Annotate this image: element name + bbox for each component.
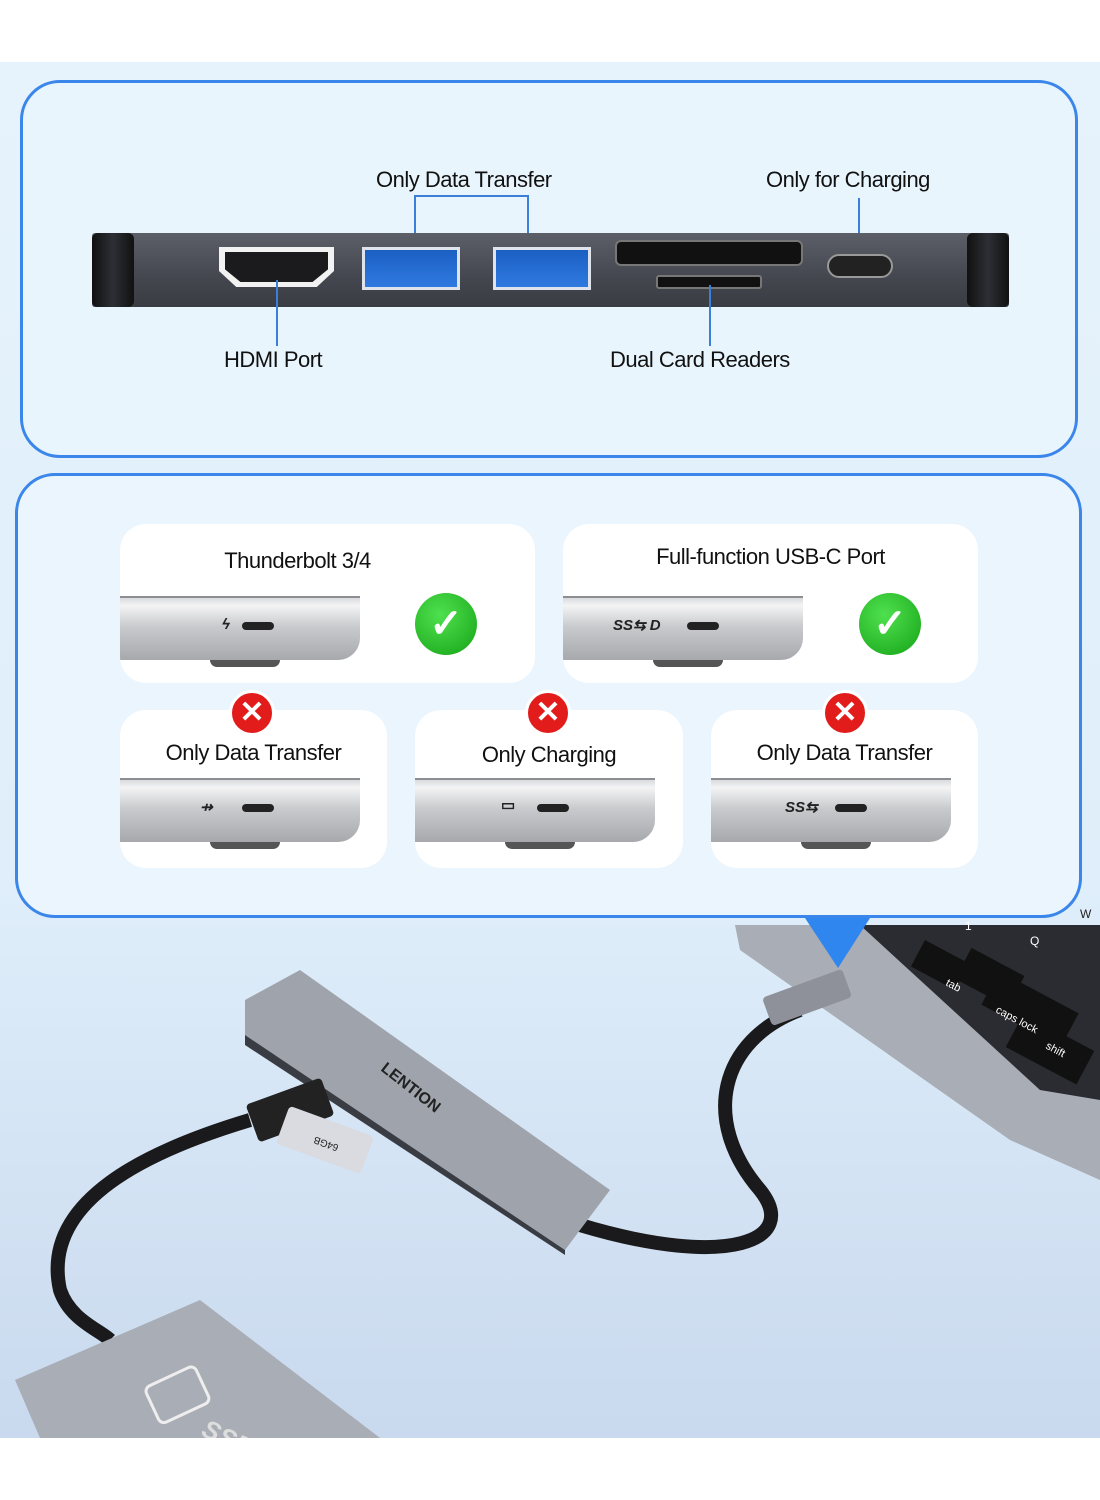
usb-c-port	[835, 804, 867, 812]
card-full-function: Full-function USB-C Port SS⇆ D ✓	[563, 524, 978, 683]
laptop-foot	[210, 660, 280, 667]
usb-c-cable	[577, 1003, 803, 1255]
cross-icon: ✕	[822, 690, 868, 736]
callout-line	[709, 285, 711, 346]
end-cap	[92, 233, 134, 307]
check-icon: ✓	[415, 593, 477, 655]
label-usb-data: Only Data Transfer	[376, 167, 552, 192]
callout-line	[858, 198, 860, 266]
callout-line	[527, 195, 529, 265]
check-icon: ✓	[859, 593, 921, 655]
pointer-arrow	[805, 918, 870, 968]
label-usbc-charging: Only for Charging	[766, 167, 930, 192]
card-title: Only Data Transfer	[165, 740, 342, 765]
card-data-only-usb: Only Data Transfer ⇸	[120, 710, 387, 868]
label-hdmi: HDMI Port	[224, 347, 323, 372]
usb-icon: ⇸	[200, 799, 213, 816]
keys	[910, 940, 1095, 1085]
ss-usb-displayport-icon: SS⇆ D	[613, 617, 661, 634]
hub	[245, 970, 610, 1250]
ss-usb-icon: SS⇆	[785, 799, 818, 816]
callout-line	[414, 195, 416, 265]
usb-c-port	[242, 804, 274, 812]
callout-line	[276, 280, 278, 346]
usb-a-port	[493, 247, 591, 290]
sd-card	[277, 1106, 373, 1174]
laptop-edge: SS⇆	[711, 778, 951, 849]
key-w: W	[1080, 907, 1092, 921]
card-title: Only Charging	[481, 742, 617, 767]
usb-c-plug	[763, 969, 851, 1025]
cross-icon: ✕	[229, 690, 275, 736]
label-card-readers: Dual Card Readers	[610, 347, 790, 372]
usb-c-port	[827, 254, 893, 278]
usb-c-port	[537, 804, 569, 812]
laptop-foot	[210, 842, 280, 849]
thunderbolt-icon: ϟ	[222, 616, 230, 633]
laptop-foot	[801, 842, 871, 849]
key-1: 1	[965, 919, 972, 933]
card-data-only-ss: Only Data Transfer SS⇆	[711, 710, 978, 868]
card-charging-only: Only Charging ▭	[415, 710, 683, 868]
card-thunderbolt: Thunderbolt 3/4 ϟ ✓	[120, 524, 535, 683]
laptop-edge: SS⇆ D	[563, 596, 803, 667]
bottom-margin	[0, 1438, 1100, 1500]
key-q: Q	[1030, 934, 1039, 948]
battery-charging-icon: ▭	[501, 797, 516, 814]
hub-port-side	[92, 233, 1009, 307]
usb-a-cable	[50, 1113, 253, 1346]
usb-c-port	[687, 622, 719, 630]
card-title: Full-function USB-C Port	[656, 544, 885, 569]
hdmi-port	[219, 247, 334, 287]
card-title: Only Data Transfer	[756, 740, 933, 765]
ssd-emblem	[144, 1365, 211, 1425]
laptop-edge: ⇸	[120, 778, 360, 849]
laptop-foot	[505, 842, 575, 849]
usb-c-port	[242, 622, 274, 630]
ssd	[15, 1300, 380, 1438]
card-title: Thunderbolt 3/4	[224, 548, 371, 573]
cross-icon: ✕	[525, 690, 571, 736]
end-cap	[967, 233, 1009, 307]
sd-slot	[615, 240, 803, 266]
usb-a-port	[362, 247, 460, 290]
laptop-edge: ▭	[415, 778, 655, 849]
callout-line	[414, 195, 529, 197]
laptop-edge: ϟ	[120, 596, 360, 667]
laptop-foot	[653, 660, 723, 667]
